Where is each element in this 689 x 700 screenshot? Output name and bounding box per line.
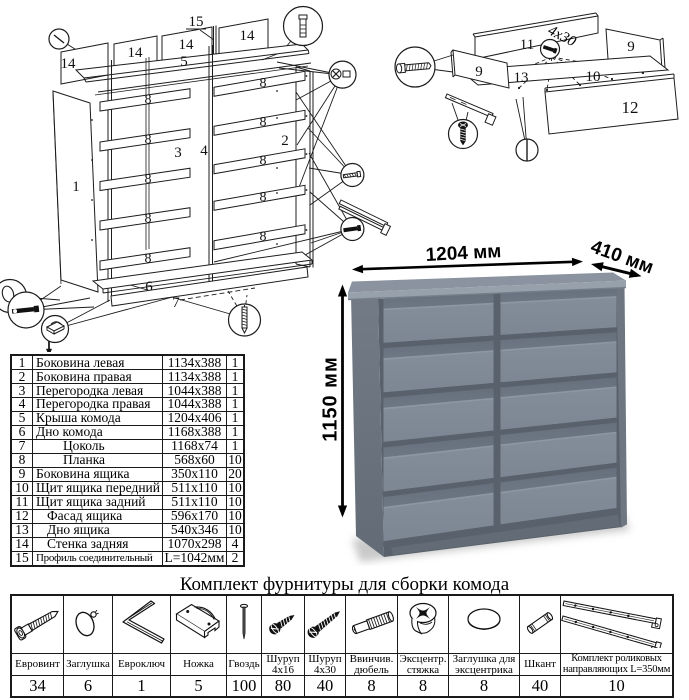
svg-text:9: 9 [627,39,635,55]
svg-text:5: 5 [180,54,188,70]
svg-text:14: 14 [61,56,77,72]
svg-text:14: 14 [179,37,195,53]
svg-text:14: 14 [128,45,144,61]
svg-text:8: 8 [145,172,152,187]
svg-text:9: 9 [475,64,483,80]
svg-text:1150 мм: 1150 мм [320,356,342,442]
svg-text:11: 11 [520,37,534,53]
svg-text:12: 12 [622,98,639,117]
svg-text:4: 4 [200,143,208,159]
svg-text:8: 8 [145,133,152,148]
svg-text:1: 1 [72,179,80,195]
svg-text:8: 8 [260,115,267,130]
svg-text:14: 14 [240,28,256,44]
svg-text:10: 10 [586,69,601,85]
svg-text:8: 8 [260,230,267,245]
svg-text:8: 8 [260,154,267,169]
svg-text:2: 2 [281,133,289,149]
svg-text:3: 3 [174,145,182,161]
svg-text:8: 8 [145,212,152,227]
svg-text:1204 мм: 1204 мм [425,241,502,266]
svg-text:8: 8 [145,93,152,108]
svg-text:8: 8 [145,252,152,267]
svg-text:8: 8 [260,76,267,91]
svg-text:13: 13 [514,70,529,86]
svg-text:15: 15 [189,14,204,30]
svg-text:8: 8 [260,190,267,205]
svg-text:7: 7 [172,295,180,311]
